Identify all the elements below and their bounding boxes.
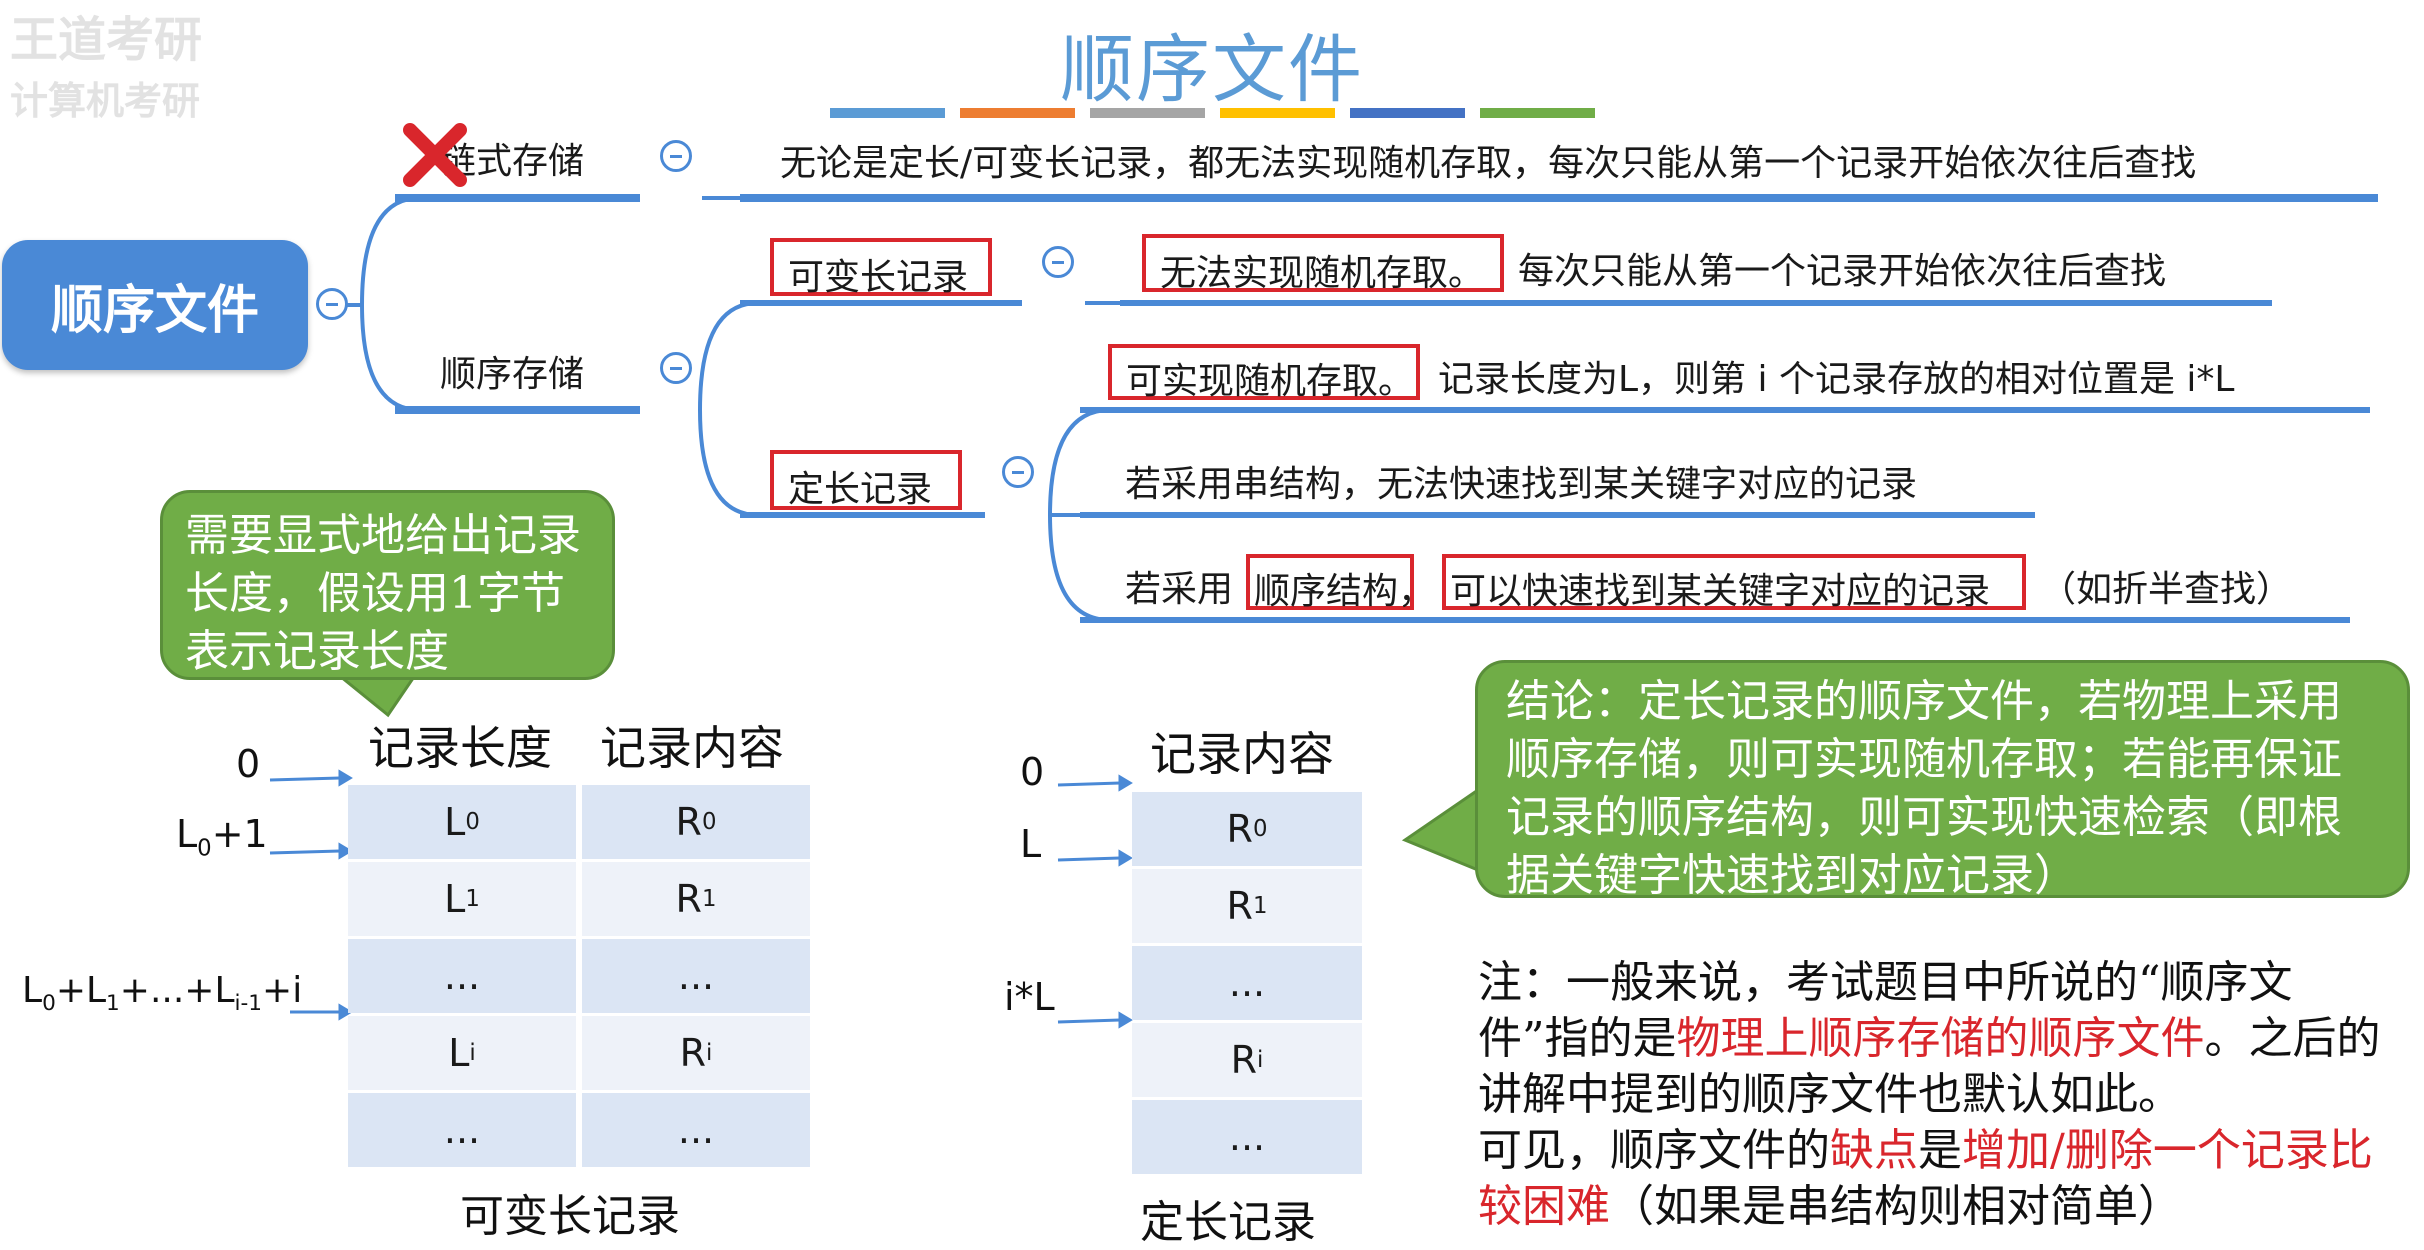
variable-detail-rest: 每次只能从第一个记录开始依次往后查找 [1518,251,2167,292]
branch-sequential-label[interactable]: 顺序存储 [440,354,585,395]
watermark-line1: 王道考研 [10,12,203,68]
collapse-fixed-icon[interactable] [1002,456,1034,488]
page-title: 顺序文件 [1060,27,1364,113]
fixed-item1-rest: 记录长度为L，则第 i 个记录存放的相对位置是 i*L [1438,359,2235,400]
watermark-line2: 计算机考研 [10,79,201,123]
title-bar-segment [1090,108,1205,118]
root-node[interactable]: 顺序文件 [2,240,308,370]
var-table-header-content: 记录内容 [600,721,784,775]
fixed-table-caption: 定长记录 [1140,1197,1316,1248]
red-x-icon [403,123,467,187]
table-cell: ... [582,1093,810,1167]
title-bar-segment [960,108,1075,118]
fixed-item3-pre: 若采用 [1125,569,1234,610]
note-red-2: 缺点 [1830,1125,1918,1176]
fixed-item1-boxed: 可实现随机存取。 [1108,344,1420,402]
var-offset-0: 0 [236,742,261,786]
fixed-offset-1: L [1020,822,1042,866]
note-red-3: 增加/删除一个记录比较困难 [1478,1125,2373,1232]
title-bar-segment [830,108,945,118]
collapse-root-icon[interactable] [316,288,348,320]
variable-detail-boxed: 无法实现随机存取。 [1142,234,1504,294]
collapse-sequential-icon[interactable] [660,352,692,384]
var-table-header-length: 记录长度 [368,721,552,775]
note-red-1: 物理上顺序存储的顺序文件 [1676,1013,2205,1064]
callout-conclusion: 结论：定长记录的顺序文件，若物理上采用顺序存储，则可实现随机存取；若能再保证记录… [1475,660,2410,901]
callout-record-length: 需要显式地给出记录长度，假设用1字节表示记录长度 [160,490,615,680]
fixed-table-header: 记录内容 [1150,727,1334,781]
fixed-item3-post: （如折半查找） [2040,569,2293,610]
table-cell: ... [582,939,810,1013]
collapse-linked-icon[interactable] [660,140,692,172]
fixed-record-label[interactable]: 定长记录 [770,450,962,510]
var-offset-1: L0+1 [176,812,268,862]
table-cell: ... [1132,946,1362,1020]
var-offset-i: L0+L1+...+Li-1+i [22,970,303,1017]
fixed-item3-boxed2: 可以快速找到某关键字对应的记录 [1442,554,2026,612]
variable-record-label[interactable]: 可变长记录 [770,238,992,298]
table-cell: ... [348,939,576,1013]
var-table-caption: 可变长记录 [460,1191,680,1242]
root-label: 顺序文件 [50,280,259,341]
fixed-item3-boxed1: 顺序结构， [1246,554,1434,612]
collapse-variable-icon[interactable] [1042,246,1074,278]
table-cell: ... [1132,1100,1362,1174]
note-text: 注：一般来说，考试题目中所说的“顺序文件”指的是物理上顺序存储的顺序文件。之后的… [1478,957,2381,1232]
fixed-item2: 若采用串结构，无法快速找到某关键字对应的记录 [1125,464,1918,505]
title-bar-segment [1220,108,1335,118]
fixed-offset-0: 0 [1020,750,1045,794]
table-cell: ... [348,1093,576,1167]
title-color-bar [830,108,1595,118]
title-bar-segment [1350,108,1465,118]
linked-detail: 无论是定长/可变长记录，都无法实现随机存取，每次只能从第一个记录开始依次往后查找 [780,143,2197,184]
title-bar-segment [1480,108,1595,118]
fixed-offset-i: i*L [1004,975,1055,1019]
